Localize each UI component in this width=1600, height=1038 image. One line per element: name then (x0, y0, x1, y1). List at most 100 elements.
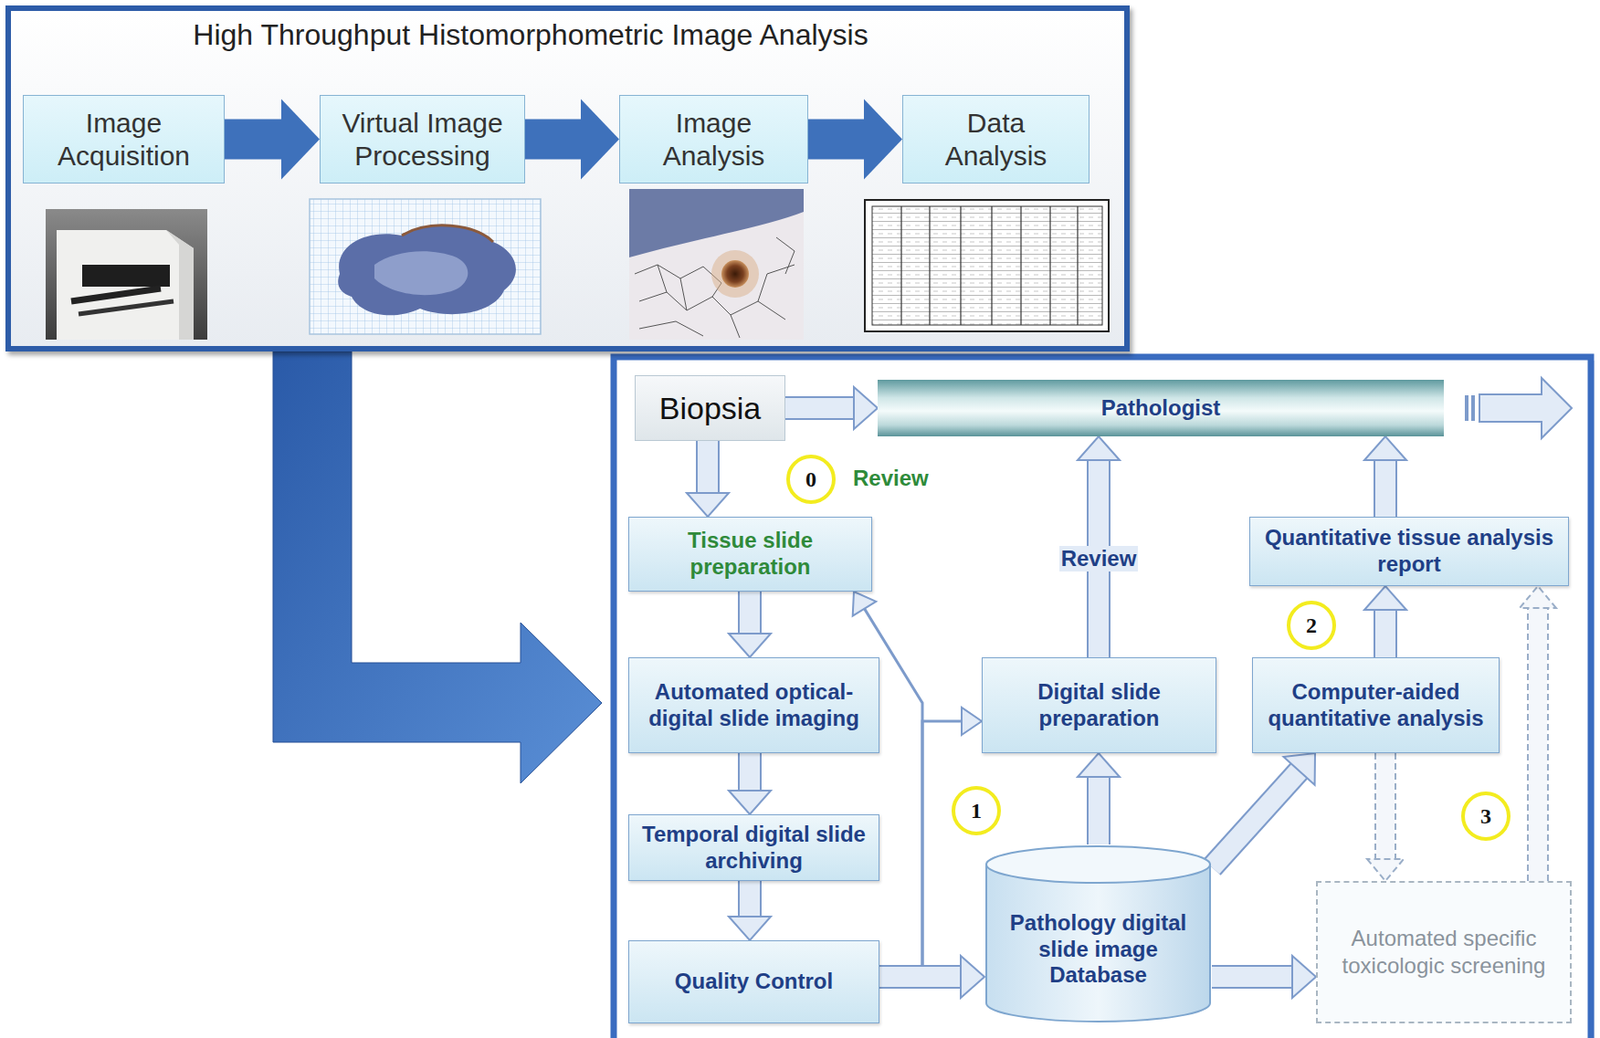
arrow-head (1077, 753, 1120, 778)
tissue-slide-image (309, 199, 541, 335)
arrow-head (728, 633, 771, 658)
arrow-outline (1373, 609, 1398, 658)
callout-number: 3 (1461, 791, 1511, 842)
arrow-head (1367, 859, 1404, 882)
arrow-head (1364, 586, 1407, 611)
connector-arrow (1519, 586, 1557, 882)
cell-layer (629, 189, 804, 258)
connector-arrow (1364, 436, 1407, 517)
process-box: Virtual Image Processing (319, 94, 526, 184)
callout-number: 0 (786, 454, 836, 505)
connector-arrow (1077, 753, 1120, 845)
arrow-shaft (1376, 753, 1395, 861)
connector-arrow (686, 441, 729, 517)
table-frame (864, 200, 1109, 332)
arrow-head (1519, 586, 1557, 609)
arrow-outline (1526, 607, 1549, 882)
process-box: Image Acquisition (22, 94, 225, 184)
arrow-head (853, 387, 878, 430)
arrow-outline (1211, 965, 1294, 990)
arrow-outline (1374, 753, 1397, 861)
arrow-shaft (739, 591, 760, 635)
scanner-body (56, 230, 194, 340)
arrow-outline (1211, 770, 1300, 869)
arrow-shaft (739, 753, 760, 792)
node-label: Tissue slide preparation (635, 527, 865, 581)
arrow-shaft (879, 967, 962, 988)
panel-frame (613, 357, 1591, 1038)
node-label: Quality Control (674, 968, 833, 996)
data-table-image (864, 200, 1109, 332)
connector-arrow (728, 753, 771, 815)
connector-arrow (525, 99, 620, 180)
scanner-tray (71, 288, 161, 302)
tissue-section (374, 251, 468, 295)
process-box: Computer-aided quantitative analysis (1252, 657, 1500, 754)
table-rows (872, 206, 1103, 326)
arrow-shaft (224, 119, 283, 160)
scanner-tray (78, 301, 174, 315)
connector-arrow (1211, 753, 1316, 868)
connector-arrow (728, 881, 771, 941)
connector-arrow (728, 591, 771, 658)
connector-arrow (879, 956, 985, 999)
arrow-outline (879, 965, 962, 990)
arrow-head (1364, 436, 1407, 461)
node-label: Virtual Image Processing (333, 106, 512, 173)
arrow-shaft (808, 119, 865, 160)
process-box: Tissue slide preparation (628, 516, 873, 592)
node-label: Image Acquisition (36, 106, 211, 173)
node-label: Pathologist (1101, 395, 1222, 422)
node-label: Data Analysis (915, 106, 1076, 173)
arrow-head (580, 99, 620, 180)
node-label: Temporal digital slide archiving (635, 821, 873, 875)
process-box: Temporal digital slide archiving (628, 814, 880, 882)
process-box: Digital slide preparation (981, 657, 1217, 754)
arrow-outline (737, 881, 762, 918)
callout-number: 1 (951, 786, 1001, 836)
arrow-outline (1086, 776, 1111, 845)
arrow-head (1284, 753, 1316, 786)
arrow-shaft (697, 441, 718, 495)
connector-arrow (879, 707, 982, 978)
arrow-outline (737, 591, 762, 635)
connector-arrow (1367, 753, 1404, 882)
stain-dot (721, 260, 749, 288)
edge-label: Review (1059, 546, 1139, 572)
process-box: Quality Control (628, 940, 880, 1024)
connector-arrow (1364, 586, 1407, 658)
arrow-shaft (1211, 770, 1300, 869)
connector-arrow (785, 387, 878, 430)
table-columns (901, 206, 1078, 326)
exit-arrow (1464, 378, 1572, 439)
process-box: Quantitative tissue analysis report (1249, 516, 1569, 587)
arrow-head (852, 591, 877, 617)
arrow-shaft (525, 119, 582, 160)
arrow-head (686, 493, 729, 517)
arrow-head (1479, 378, 1572, 439)
process-box: Image Analysis (619, 94, 809, 184)
panel-band: High Throughput Histomorphometric Image … (5, 5, 1130, 352)
cylinder-body (986, 864, 1211, 1022)
node-label: Automated specific toxicologic screening (1325, 925, 1563, 980)
micrograph-ground (629, 189, 804, 340)
node-label: Digital slide preparation (989, 679, 1210, 733)
connector-arrow (852, 591, 923, 978)
arrow-outline (785, 396, 855, 421)
arrow-head (728, 790, 771, 815)
panel-ground (10, 10, 1125, 347)
arrow-head (961, 707, 982, 736)
arrow-head (863, 99, 903, 180)
arrow-bar (1471, 395, 1475, 422)
tissue-section (337, 225, 516, 316)
node-label: Biopsia (659, 390, 762, 427)
connector-arrow (808, 99, 903, 180)
cylinder-top (986, 846, 1211, 884)
arrow-bar (1464, 395, 1469, 422)
node-label: Quantitative tissue analysis report (1256, 525, 1562, 579)
arrow-head (1077, 436, 1120, 461)
role-band: Pathologist (877, 379, 1444, 437)
database-cylinder: Pathology digital slide image Database (984, 844, 1212, 1024)
tissue-stain (401, 225, 494, 243)
